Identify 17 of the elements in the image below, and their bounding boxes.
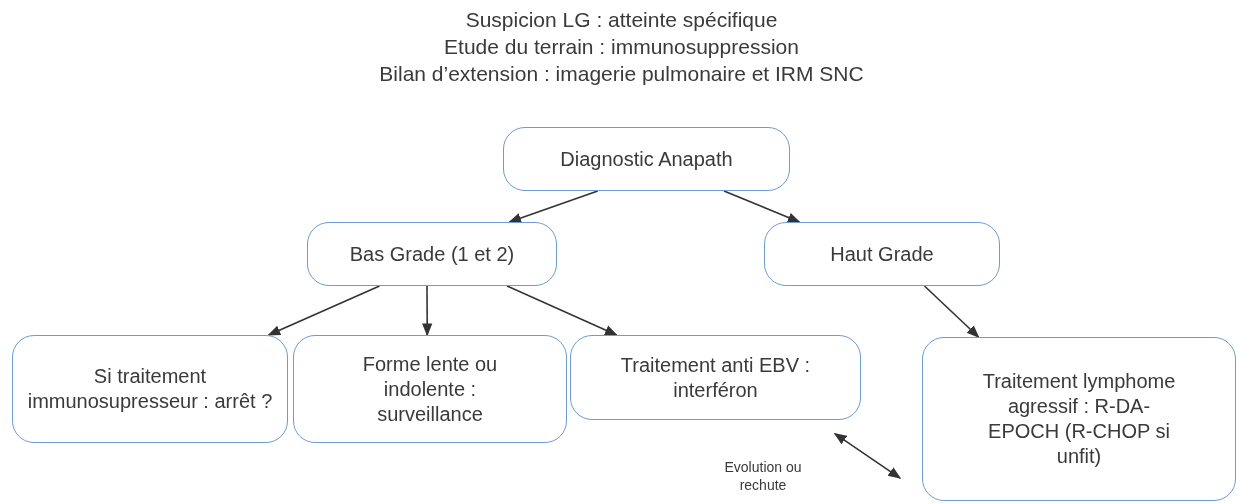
rounded-box: Forme lente ou indolente : surveillance (293, 335, 567, 443)
rounded-box: Haut Grade (764, 222, 1000, 286)
arrow (508, 190, 599, 223)
arrow (723, 190, 801, 223)
header-text: Bilan d’extension : imagerie pulmonaire et IRM SNC (379, 61, 864, 87)
arrow (833, 432, 902, 479)
rounded-box: Traitement anti EBV : interféron (570, 335, 861, 420)
rounded-box: Diagnostic Anapath (503, 127, 790, 191)
arrow (267, 285, 381, 336)
arrow (422, 285, 433, 337)
rounded-box: Traitement lymphome agressif : R-DA-EPOCH (R-CHOP si unfit) (922, 337, 1236, 501)
rounded-box: Si traitement immunosupresseur : arrêt ? (12, 335, 288, 443)
arrow (923, 285, 980, 338)
header-text: Suspicion LG : atteinte spécifique (465, 7, 778, 33)
arrow (506, 285, 618, 336)
header-text: Etude du terrain : immunosuppression (444, 34, 799, 60)
rounded-box: Bas Grade (1 et 2) (307, 222, 557, 286)
